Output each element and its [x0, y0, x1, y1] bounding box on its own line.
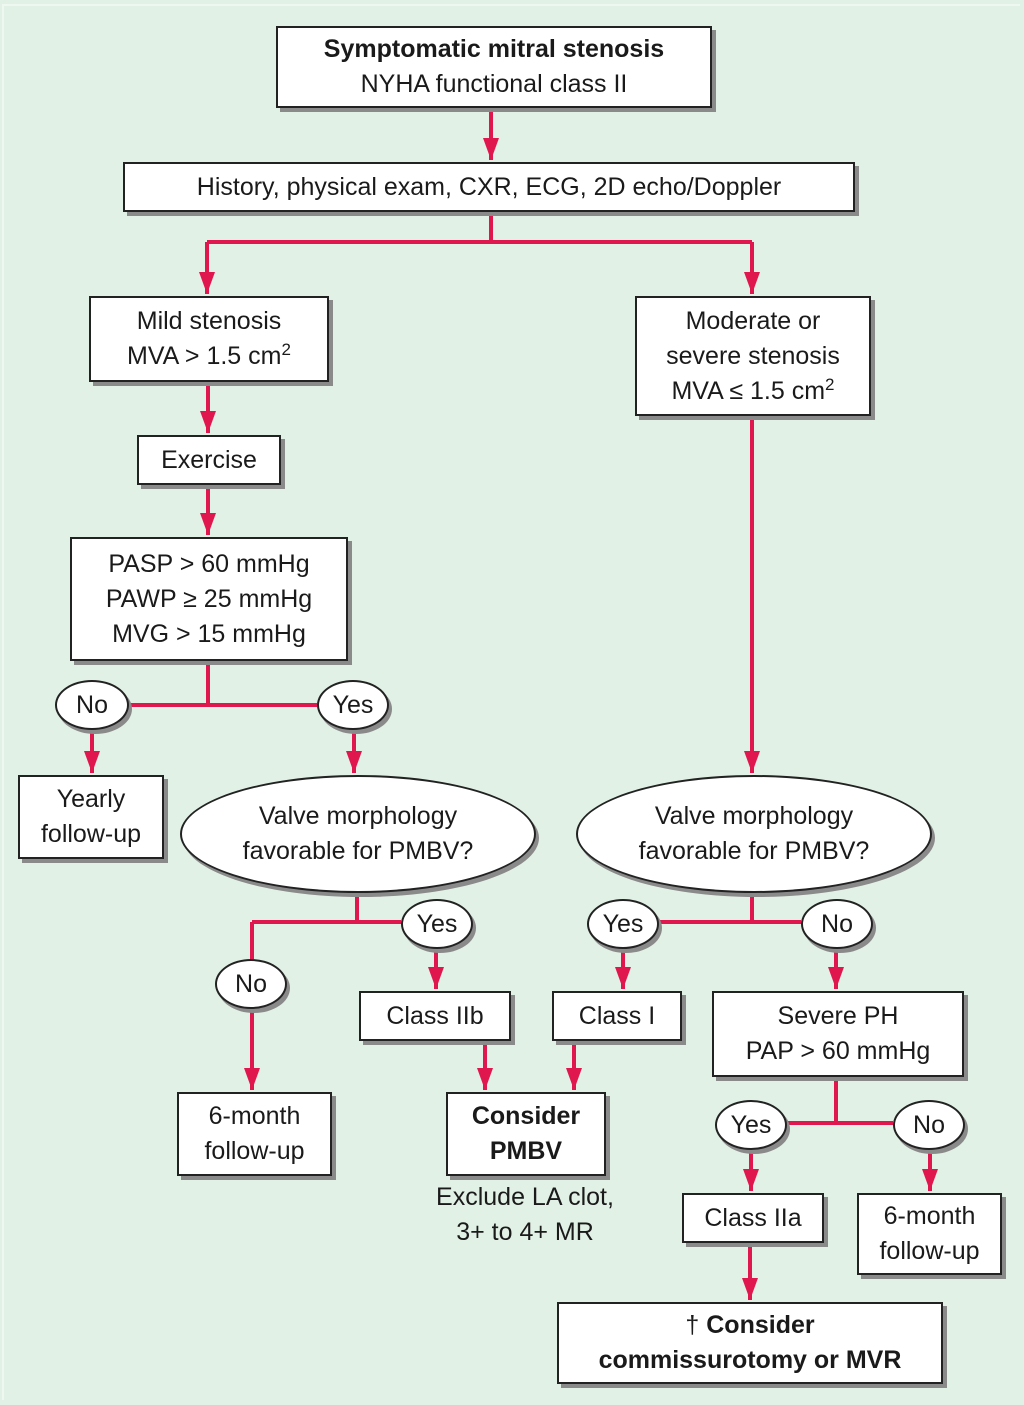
node-mild-stenosis: Mild stenosis MVA > 1.5 cm2 — [89, 296, 329, 382]
decision-ph-no: No — [893, 1100, 965, 1150]
arrowhead-icon — [615, 967, 631, 989]
arrowhead-icon — [743, 1169, 759, 1191]
criteria-pawp: PAWP ≥ 25 mmHg — [105, 584, 313, 613]
node-consider-commissurotomy-mvr: † Consider commissurotomy or MVR — [557, 1302, 943, 1384]
decision-label: Yes — [602, 909, 644, 938]
class-iia-label: Class IIa — [704, 1203, 802, 1232]
mild-sup: 2 — [281, 340, 291, 359]
decision-label: Yes — [730, 1110, 772, 1139]
decision-label: No — [235, 969, 267, 998]
arrowhead-icon — [744, 751, 760, 773]
pmbv-exclusion-note: Exclude LA clot, 3+ to 4+ MR — [400, 1180, 650, 1250]
workup-label: History, physical exam, CXR, ECG, 2D ech… — [196, 172, 782, 201]
decision-label: No — [76, 690, 108, 719]
severe-ph-line2: PAP > 60 mmHg — [745, 1037, 931, 1065]
arrowhead-icon — [200, 411, 216, 433]
class-i-label: Class I — [578, 1001, 656, 1030]
node-yearly-followup: Yearly follow-up — [18, 775, 164, 859]
decision-valve-left-yes: Yes — [401, 899, 473, 949]
node-moderate-stenosis: Moderate or severe stenosis MVA ≤ 1.5 cm… — [635, 296, 871, 416]
node-class-iia: Class IIa — [682, 1193, 824, 1243]
criteria-pasp: PASP > 60 mmHg — [108, 549, 310, 578]
node-six-month-followup-right: 6-month follow-up — [857, 1193, 1002, 1275]
arrowhead-icon — [244, 1068, 260, 1090]
start-title: Symptomatic mitral stenosis — [323, 35, 665, 63]
decision-ph-yes: Yes — [715, 1100, 787, 1150]
pmbv-note-line1: Exclude LA clot, — [436, 1183, 614, 1211]
arrowhead-icon — [566, 1068, 582, 1090]
diagram-frame — [2, 4, 1020, 1400]
exercise-label: Exercise — [161, 445, 257, 474]
criteria-mvg: MVG > 15 mmHg — [112, 619, 306, 648]
node-class-i: Class I — [552, 991, 682, 1041]
valve-right-line2: favorable for PMBV? — [638, 837, 870, 865]
arrowhead-icon — [428, 967, 444, 989]
arrowhead-icon — [742, 1278, 758, 1300]
moderate-line3: MVA ≤ 1.5 cm2 — [671, 374, 834, 409]
node-consider-pmbv: Consider PMBV — [446, 1092, 606, 1176]
arrowhead-icon — [200, 513, 216, 535]
decision-label: Yes — [416, 909, 458, 938]
decision-exercise-no: No — [55, 680, 129, 730]
valve-left-line2: favorable for PMBV? — [242, 837, 474, 865]
decision-label: No — [913, 1110, 945, 1139]
mvr-line2: commissurotomy or MVR — [598, 1346, 902, 1374]
arrowhead-icon — [744, 272, 760, 294]
arrowhead-icon — [477, 1068, 493, 1090]
moderate-line2: severe stenosis — [666, 341, 840, 370]
arrowhead-icon — [828, 967, 844, 989]
node-workup: History, physical exam, CXR, ECG, 2D ech… — [123, 162, 855, 212]
decision-valve-left-no: No — [215, 959, 287, 1009]
six-month-right-line2: follow-up — [879, 1237, 980, 1265]
moderate-sup: 2 — [825, 374, 835, 394]
arrowhead-icon — [483, 138, 499, 160]
six-month-left-line2: follow-up — [204, 1137, 305, 1165]
node-severe-ph: Severe PH PAP > 60 mmHg — [712, 991, 964, 1077]
arrowhead-icon — [922, 1169, 938, 1191]
decision-exercise-yes: Yes — [317, 680, 389, 730]
arrowhead-icon — [84, 751, 100, 773]
arrowhead-icon — [199, 272, 215, 294]
mild-mva: MVA > 1.5 cm — [127, 342, 282, 370]
yearly-line2: follow-up — [40, 820, 142, 848]
mvr-line1: † Consider — [685, 1308, 814, 1343]
arrowhead-icon — [346, 751, 362, 773]
decision-valve-morphology-left: Valve morphology favorable for PMBV? — [180, 775, 536, 893]
node-exercise: Exercise — [137, 435, 281, 485]
six-month-right-line1: 6-month — [883, 1202, 976, 1230]
mild-line1: Mild stenosis — [136, 307, 282, 335]
decision-valve-right-yes: Yes — [587, 899, 659, 949]
mild-line2: MVA > 1.5 cm2 — [127, 339, 291, 374]
node-exercise-criteria: PASP > 60 mmHg PAWP ≥ 25 mmHg MVG > 15 m… — [70, 537, 348, 661]
node-class-iib: Class IIb — [359, 991, 511, 1041]
class-iib-label: Class IIb — [386, 1001, 484, 1030]
consider-pmbv-line1: Consider — [471, 1102, 581, 1130]
severe-ph-line1: Severe PH — [777, 1002, 899, 1030]
pmbv-note-line2: 3+ to 4+ MR — [456, 1218, 594, 1246]
mvr-consider: Consider — [706, 1311, 815, 1339]
moderate-line1: Moderate or — [685, 306, 821, 335]
valve-right-line1: Valve morphology — [654, 802, 854, 830]
decision-valve-right-no: No — [801, 899, 873, 949]
dagger-icon: † — [685, 1311, 700, 1339]
decision-label: No — [821, 909, 853, 938]
valve-left-line1: Valve morphology — [258, 802, 458, 830]
moderate-mva: MVA ≤ 1.5 cm — [671, 376, 826, 405]
decision-label: Yes — [332, 690, 374, 719]
node-six-month-followup-left: 6-month follow-up — [177, 1092, 332, 1176]
consider-pmbv-line2: PMBV — [489, 1137, 563, 1165]
six-month-left-line1: 6-month — [208, 1102, 301, 1130]
start-subtitle: NYHA functional class II — [360, 70, 628, 98]
node-start: Symptomatic mitral stenosis NYHA functio… — [276, 26, 712, 108]
yearly-line1: Yearly — [56, 785, 126, 813]
decision-valve-morphology-right: Valve morphology favorable for PMBV? — [576, 775, 932, 893]
